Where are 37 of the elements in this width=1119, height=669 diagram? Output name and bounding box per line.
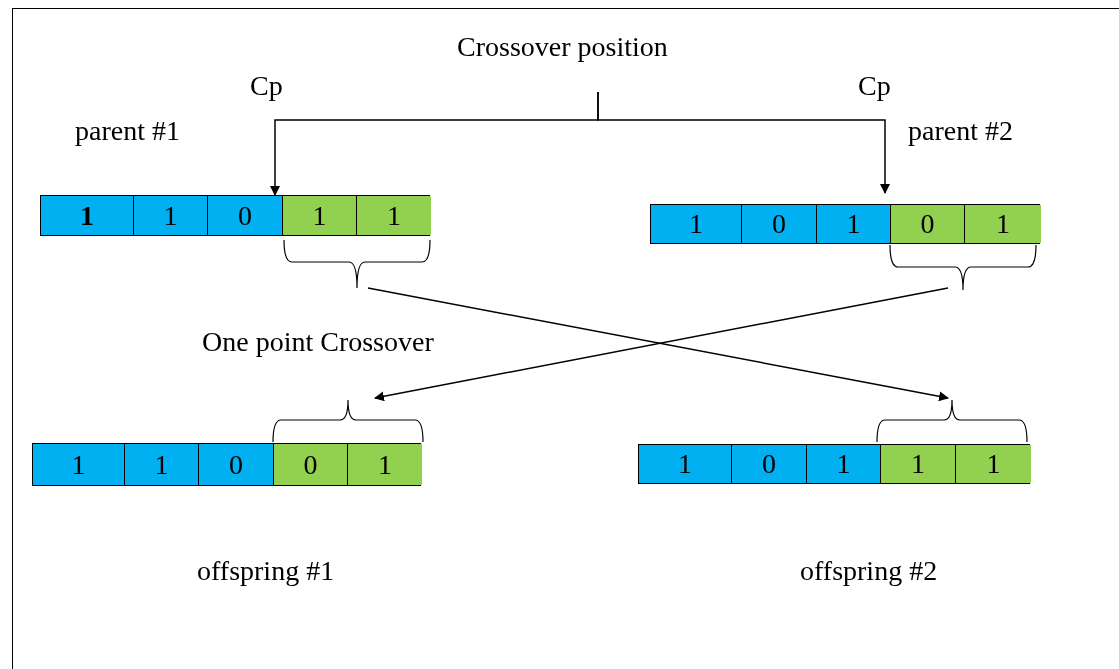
bit-cell: 1 bbox=[817, 205, 891, 243]
chromosome-bar bbox=[650, 204, 1040, 244]
bit-cell: 1 bbox=[348, 444, 422, 485]
bit-cell: 1 bbox=[881, 445, 956, 483]
curly-brace bbox=[889, 244, 1037, 291]
bit-cell: 1 bbox=[33, 444, 125, 485]
bit-cell: 0 bbox=[732, 445, 807, 483]
chromosome-label: offspring #2 bbox=[800, 557, 938, 585]
cut-point-label: Cp bbox=[858, 72, 891, 100]
bit-cell: 1 bbox=[807, 445, 881, 483]
bit-cell: 0 bbox=[274, 444, 348, 485]
bit-cell: 1 bbox=[651, 205, 742, 243]
curly-brace bbox=[876, 399, 1028, 443]
curly-brace bbox=[283, 239, 431, 289]
bit-cell: 0 bbox=[208, 196, 283, 235]
cut-point-label: Cp bbox=[250, 72, 283, 100]
bit-cell: 1 bbox=[639, 445, 732, 483]
bit-cell: 0 bbox=[742, 205, 817, 243]
chromosome-label: offspring #1 bbox=[197, 557, 335, 585]
bit-cell: 1 bbox=[965, 205, 1041, 243]
bit-cell: 1 bbox=[956, 445, 1031, 483]
chromosome-bar bbox=[638, 444, 1030, 484]
chromosome-label: parent #2 bbox=[908, 117, 1013, 145]
bit-cell: 0 bbox=[199, 444, 274, 485]
operation-label: One point Crossover bbox=[202, 328, 434, 356]
bit-cell: 1 bbox=[134, 196, 208, 235]
chromosome-bar bbox=[40, 195, 430, 236]
chromosome-bar bbox=[32, 443, 421, 486]
bit-cell: 1 bbox=[125, 444, 199, 485]
bit-cell: 0 bbox=[891, 205, 965, 243]
bit-cell: 1 bbox=[283, 196, 357, 235]
arrow bbox=[597, 91, 890, 194]
bit-cell: 1 bbox=[41, 196, 134, 235]
curly-brace bbox=[272, 399, 424, 443]
bit-cell: 1 bbox=[357, 196, 431, 235]
chromosome-label: parent #1 bbox=[75, 117, 180, 145]
heading-text: Crossover position bbox=[457, 33, 668, 61]
